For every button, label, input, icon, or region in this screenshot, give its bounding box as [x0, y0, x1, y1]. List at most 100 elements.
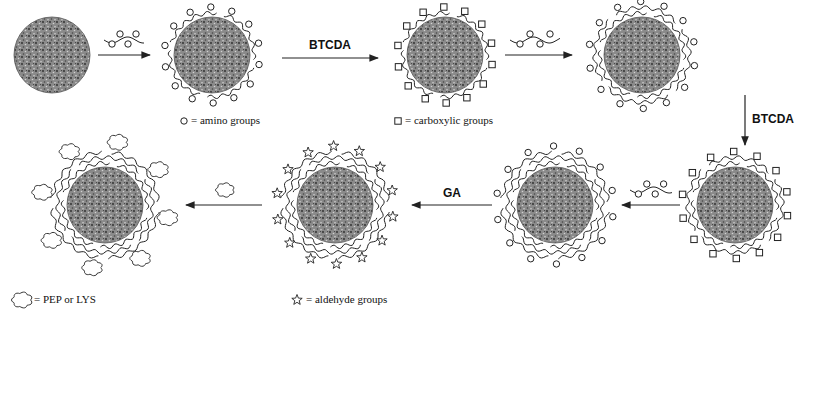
- amino-group: [125, 41, 131, 47]
- amino-group: [587, 65, 593, 71]
- carboxylic-group: [420, 9, 426, 15]
- polymer-chain: [513, 162, 559, 193]
- polymer-chain: [686, 169, 701, 230]
- amino-group: [586, 41, 592, 47]
- amino-group: [637, 0, 643, 5]
- amino-group: [172, 83, 178, 89]
- amino-group: [247, 81, 253, 87]
- enzyme-blob: [130, 250, 150, 266]
- amino-group: [598, 86, 604, 92]
- polymer-chain: [207, 68, 253, 99]
- aldehyde-group: [292, 295, 302, 305]
- amino-group: [617, 101, 623, 107]
- polymer-chain: [403, 12, 449, 43]
- amino-group: [255, 40, 261, 46]
- reaction-arrow: [98, 54, 150, 55]
- reagent-label: BTCDA: [309, 38, 351, 52]
- amino-group: [652, 191, 658, 197]
- amino-group: [680, 17, 686, 23]
- amino-group: [609, 187, 615, 193]
- amino-group: [661, 3, 667, 9]
- amino-group: [507, 240, 513, 246]
- amino-group: [681, 84, 687, 90]
- carboxylic-group: [443, 100, 449, 106]
- amino-group: [663, 99, 669, 105]
- polymer-chain: [769, 179, 784, 240]
- legend-text: = carboxylic groups: [405, 114, 493, 127]
- polymer-chain: [457, 16, 489, 60]
- amino-group: [162, 64, 168, 70]
- amino-group: [210, 100, 216, 106]
- amino-group: [181, 118, 187, 124]
- carboxylic-group: [707, 154, 713, 160]
- amino-group: [133, 31, 139, 37]
- amino-group: [505, 166, 511, 172]
- reagent-label: BTCDA: [752, 112, 794, 126]
- carboxylic-group: [464, 95, 470, 101]
- polymer-chain: [56, 169, 71, 230]
- polymer-chain: [338, 212, 389, 259]
- particle-core: [697, 167, 773, 243]
- enzyme-blob: [59, 144, 79, 160]
- carboxylic-group: [784, 212, 790, 218]
- carboxylic-group: [489, 61, 495, 67]
- polymer-chain: [589, 179, 604, 240]
- amino-group: [525, 149, 531, 155]
- polymer-chain: [506, 169, 521, 230]
- polymer-chain: [51, 208, 99, 258]
- carboxylic-group: [395, 42, 401, 48]
- polymer-chain: [511, 201, 543, 245]
- enzyme-blob: [157, 210, 177, 226]
- polymer-chain: [100, 218, 146, 249]
- polymer-chain: [730, 218, 776, 249]
- polymer-chain: [293, 162, 339, 193]
- aldehyde-group: [273, 214, 283, 224]
- amino-group: [610, 214, 616, 220]
- amino-group: [579, 254, 585, 260]
- particle-core: [297, 167, 373, 243]
- amino-group: [596, 19, 602, 25]
- amino-group: [494, 190, 500, 196]
- polymer-chain: [170, 12, 216, 43]
- reagent-label: GA: [443, 186, 461, 200]
- amino-group: [547, 31, 553, 37]
- polymer-chain: [501, 208, 549, 258]
- aldehyde-group: [328, 141, 339, 151]
- polymer-chain: [600, 12, 646, 43]
- amino-group: [256, 61, 262, 67]
- aldehyde-group: [285, 237, 295, 247]
- reaction-arrow: [505, 54, 572, 55]
- carboxylic-group: [784, 189, 790, 195]
- aldehyde-group: [354, 146, 364, 156]
- polymer-chain: [281, 208, 329, 258]
- polymer-chain: [401, 51, 433, 95]
- amino-group: [117, 31, 123, 37]
- carboxylic-group: [395, 64, 401, 70]
- enzyme-blob: [216, 183, 234, 197]
- aldehyde-group: [331, 259, 342, 269]
- polymer-chain: [63, 162, 109, 193]
- polymer-chain: [637, 68, 683, 99]
- reaction-arrow: [186, 204, 262, 205]
- carboxylic-group: [404, 23, 410, 29]
- polymer-chain: [558, 212, 609, 259]
- polymer-chain: [747, 166, 779, 210]
- polymer-chain: [598, 51, 630, 95]
- amino-group: [495, 216, 501, 222]
- legend-text: = PEP or LYS: [34, 293, 96, 306]
- polymer-chain: [676, 29, 691, 90]
- polymer-chain: [369, 179, 384, 240]
- carboxylic-group: [422, 96, 428, 102]
- carboxylic-group: [488, 40, 494, 46]
- amino-group: [576, 148, 582, 154]
- carboxylic-group: [479, 21, 485, 27]
- amino-group: [553, 261, 559, 267]
- amino-group: [171, 23, 177, 29]
- carboxylic-group: [462, 8, 468, 14]
- polymer-chain: [286, 169, 301, 230]
- aldehyde-group: [387, 185, 397, 195]
- aldehyde-group: [375, 162, 385, 172]
- amino-group: [537, 41, 543, 47]
- polymer-chain: [440, 68, 486, 99]
